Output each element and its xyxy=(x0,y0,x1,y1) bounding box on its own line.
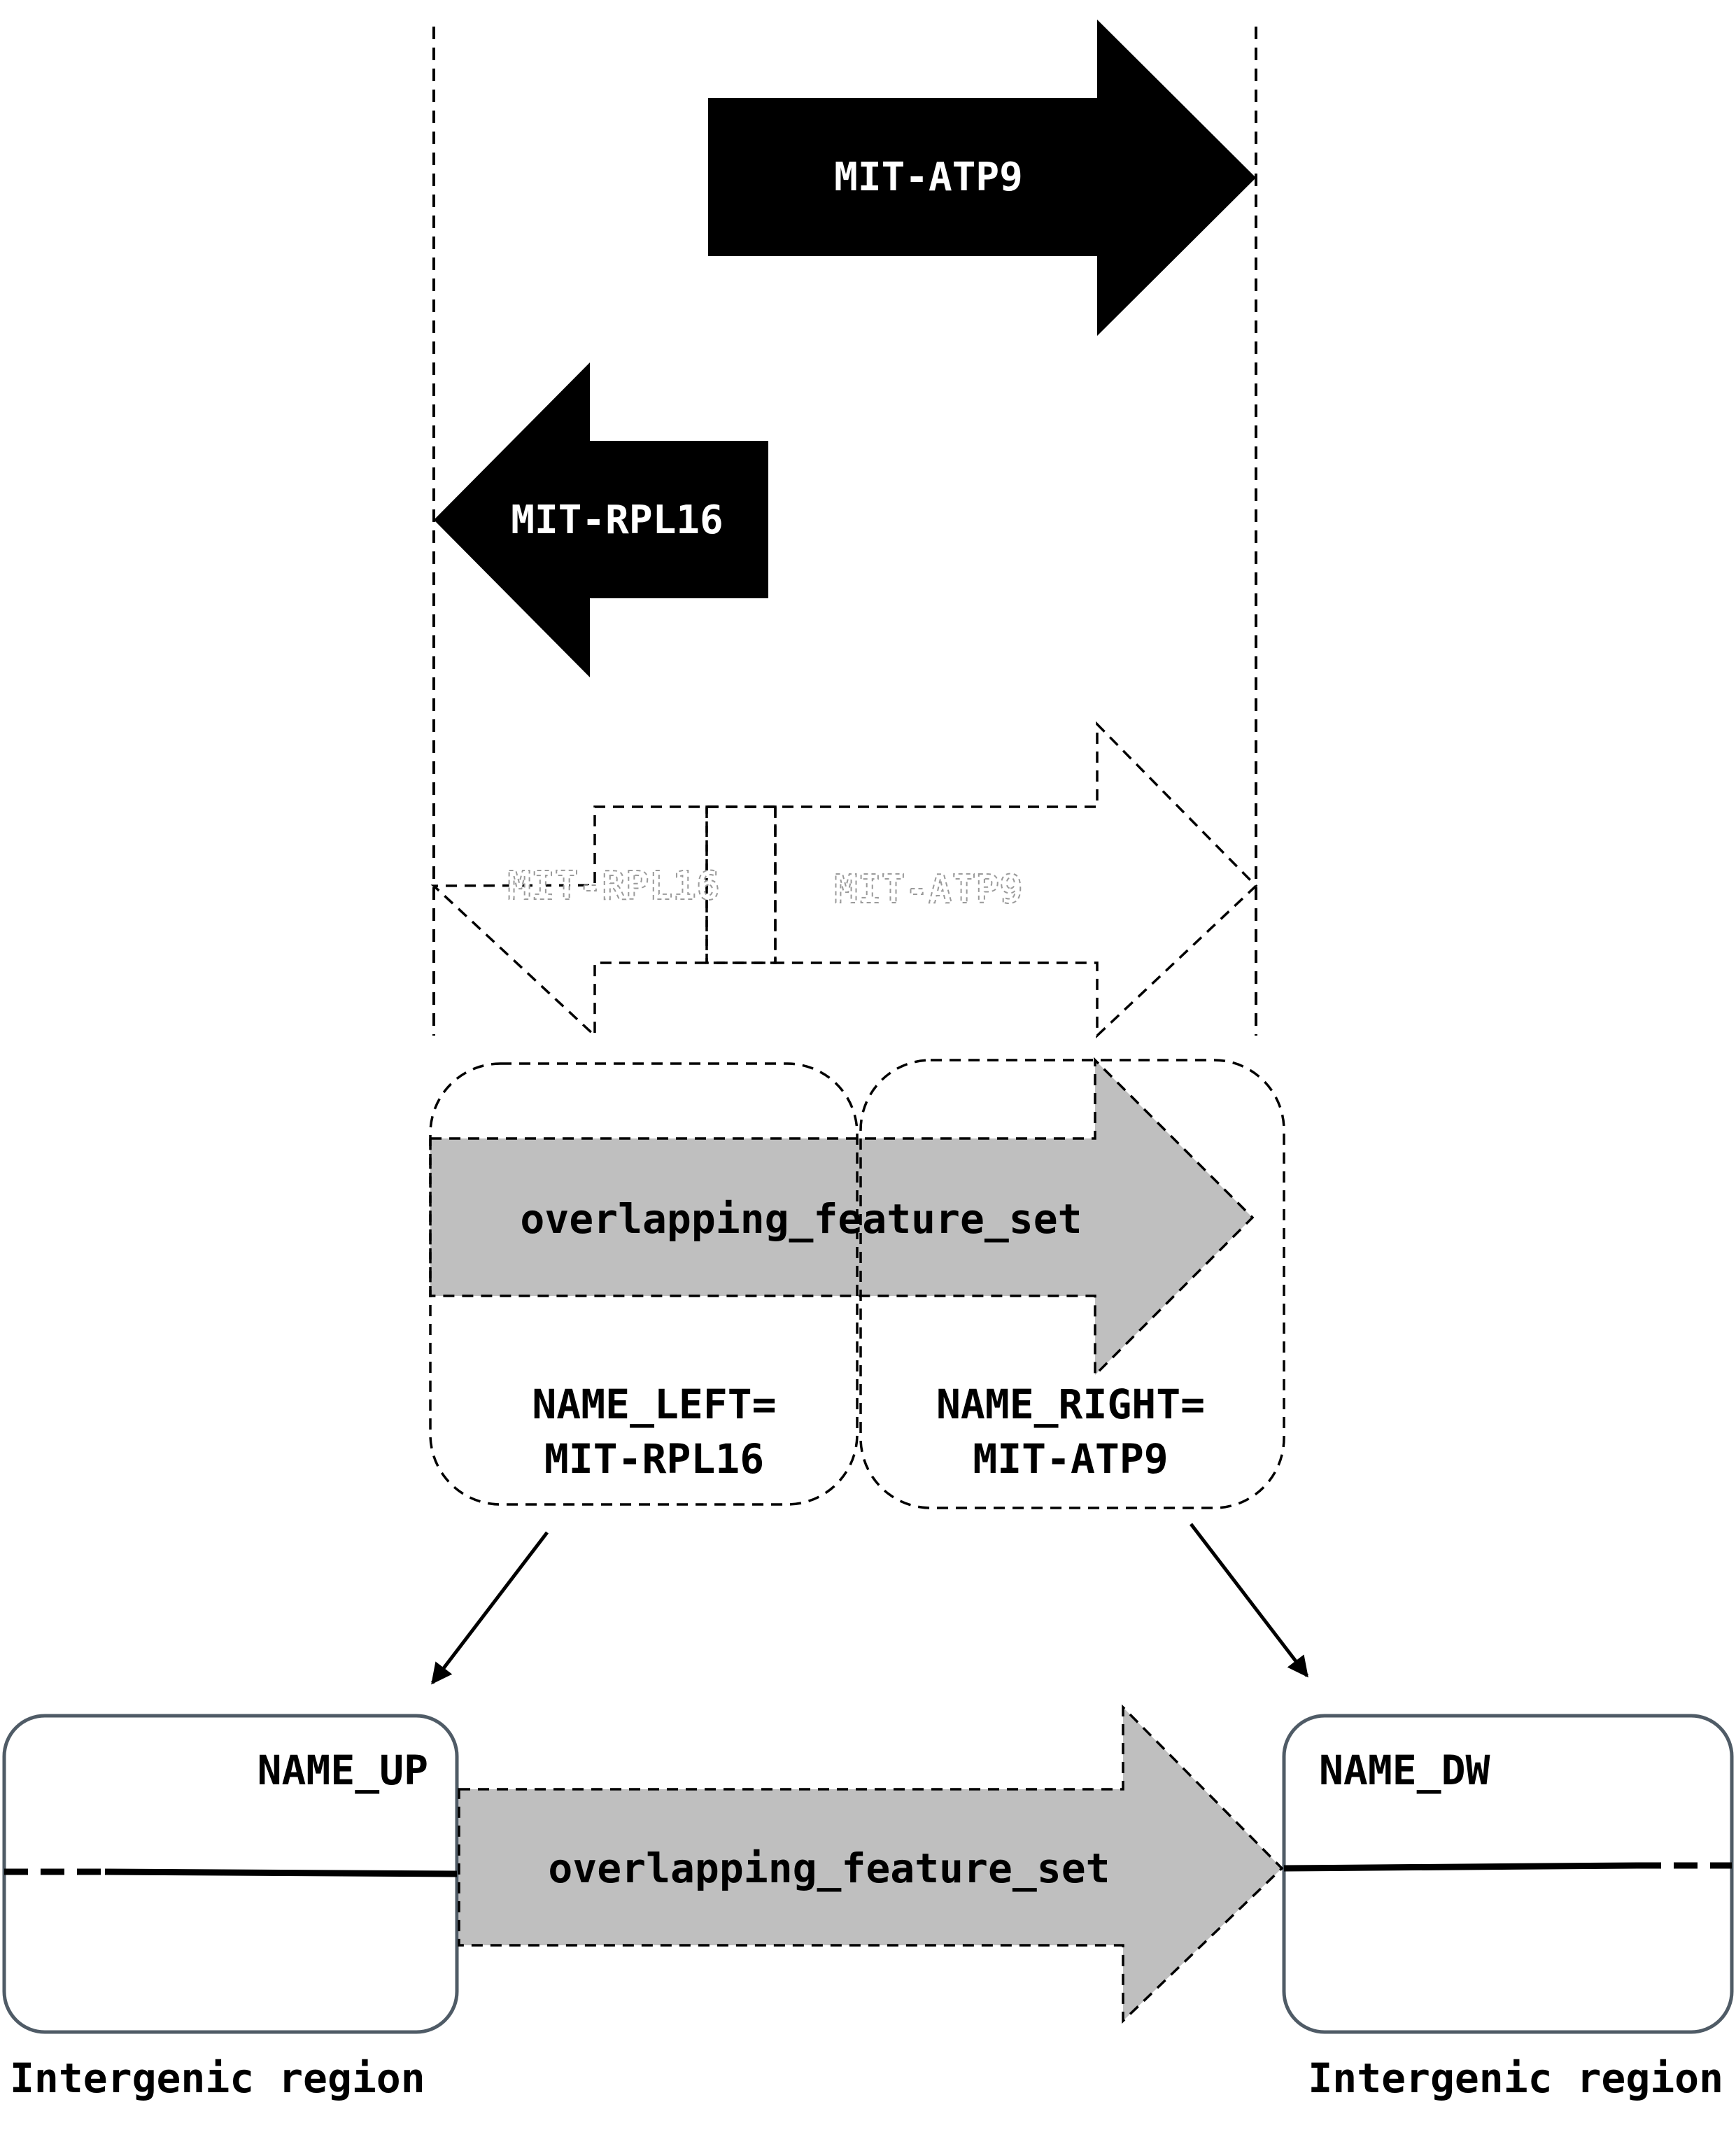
downstream-intergenic-box: NAME_DW xyxy=(1282,1714,1734,2034)
left-intergenic-caption: Intergenic region xyxy=(10,2054,425,2102)
bottom-feature-set-label: overlapping_feature_set xyxy=(548,1845,1110,1892)
atp9-gene-arrow: MIT-ATP9 xyxy=(708,20,1256,336)
ghost-merged-arrows: MIT-RPL16 MIT-ATP9 xyxy=(430,721,1258,1039)
name-left-line2: MIT-RPL16 xyxy=(544,1435,764,1483)
atp9-gene-label: MIT-ATP9 xyxy=(834,155,1023,200)
ghost-rpl16-label: MIT-RPL16 xyxy=(507,863,719,909)
left-connector-arrow xyxy=(431,1531,549,1685)
name-left-line1: NAME_LEFT= xyxy=(532,1381,776,1428)
name-left-box xyxy=(429,1062,859,1506)
right-connector-arrow xyxy=(1190,1523,1308,1678)
bottom-feature-set-arrow: overlapping_feature_set xyxy=(458,1704,1284,2024)
name-up-label: NAME_UP xyxy=(257,1747,428,1794)
name-right-line2: MIT-ATP9 xyxy=(973,1435,1168,1483)
name-right-box xyxy=(859,1059,1285,1509)
name-dw-label: NAME_DW xyxy=(1319,1747,1490,1794)
upstream-intergenic-box: NAME_UP xyxy=(2,1714,459,2034)
ghost-atp9-label: MIT-ATP9 xyxy=(834,867,1023,912)
rpl16-gene-arrow: MIT-RPL16 xyxy=(434,362,768,677)
rpl16-gene-label: MIT-RPL16 xyxy=(511,498,723,543)
feature-set-arrow: overlapping_feature_set xyxy=(429,1057,1255,1378)
right-intergenic-caption: Intergenic region xyxy=(1308,2054,1723,2102)
name-right-line1: NAME_RIGHT= xyxy=(936,1381,1205,1428)
feature-set-label: overlapping_feature_set xyxy=(520,1195,1082,1243)
